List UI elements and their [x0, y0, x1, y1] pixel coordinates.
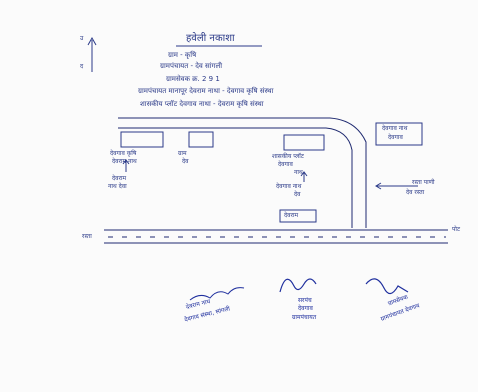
left-label-a: देवराम — [112, 175, 127, 182]
plot-box-2 — [188, 131, 214, 148]
box1-label-a: देवगाव कृषि — [110, 150, 137, 157]
box3-label-c: नाथ — [294, 169, 303, 176]
signature-2-office: ग्रामपंचायत — [292, 314, 317, 321]
north-arrow-head — [87, 36, 97, 46]
village-line: ग्राम - कृषि — [168, 51, 197, 59]
center-label-a: देवगाव नाथ — [276, 183, 302, 190]
plot-box-small — [279, 209, 317, 223]
road-inner-edge — [118, 127, 353, 228]
plot-box-right — [375, 122, 423, 146]
center-label-b: देव — [294, 191, 301, 198]
signature-2-title: सरपंच — [298, 297, 312, 304]
box2-label-b: देव — [182, 158, 189, 165]
left-label-b: नाथ देवा — [108, 183, 127, 190]
plot-box-3 — [283, 134, 325, 151]
road-top-edge — [118, 117, 367, 228]
right-box-label-b: देवगाव — [388, 134, 403, 141]
small-box-label: देवराम — [284, 212, 299, 219]
number-line: ग्रामसेवक क्र. 2 9 1 — [166, 75, 220, 83]
page-title: हवेली नकाशा — [186, 33, 235, 44]
right-box-label-a: देवगाव नाथ — [382, 125, 408, 132]
signature-3-scribble — [365, 278, 409, 295]
road-right-label: पोट — [452, 226, 460, 233]
north-label: उ — [80, 35, 84, 42]
panchayat-line: ग्रामपंचायत - देव सांगली — [160, 62, 223, 70]
box2-label-a: ग्राम — [178, 150, 187, 157]
description-line-1: ग्रामपंचायत मानापूर देवराम नाथा - देवगाव… — [138, 87, 274, 95]
box1-label-b: देवराम नाथ — [112, 158, 137, 165]
description-line-2: शासकीय प्लॉट देवगाव नाथा - देवराम कृषि स… — [140, 100, 264, 108]
box3-label-a: शासकीय प्लॉट — [272, 153, 304, 160]
right-arrow-label-b: देव रस्ता — [406, 189, 425, 196]
south-label: द — [80, 63, 84, 70]
box3-label-b: देवगाव — [278, 161, 293, 168]
right-arrow-label-a: रस्ता पाणी — [412, 179, 435, 186]
plot-box-1 — [120, 131, 164, 148]
signature-1-scribble — [189, 287, 245, 301]
road-left-label: रस्ता — [82, 233, 92, 240]
signature-2-village: देवगाव — [298, 305, 313, 312]
signature-2-scribble — [279, 278, 317, 293]
